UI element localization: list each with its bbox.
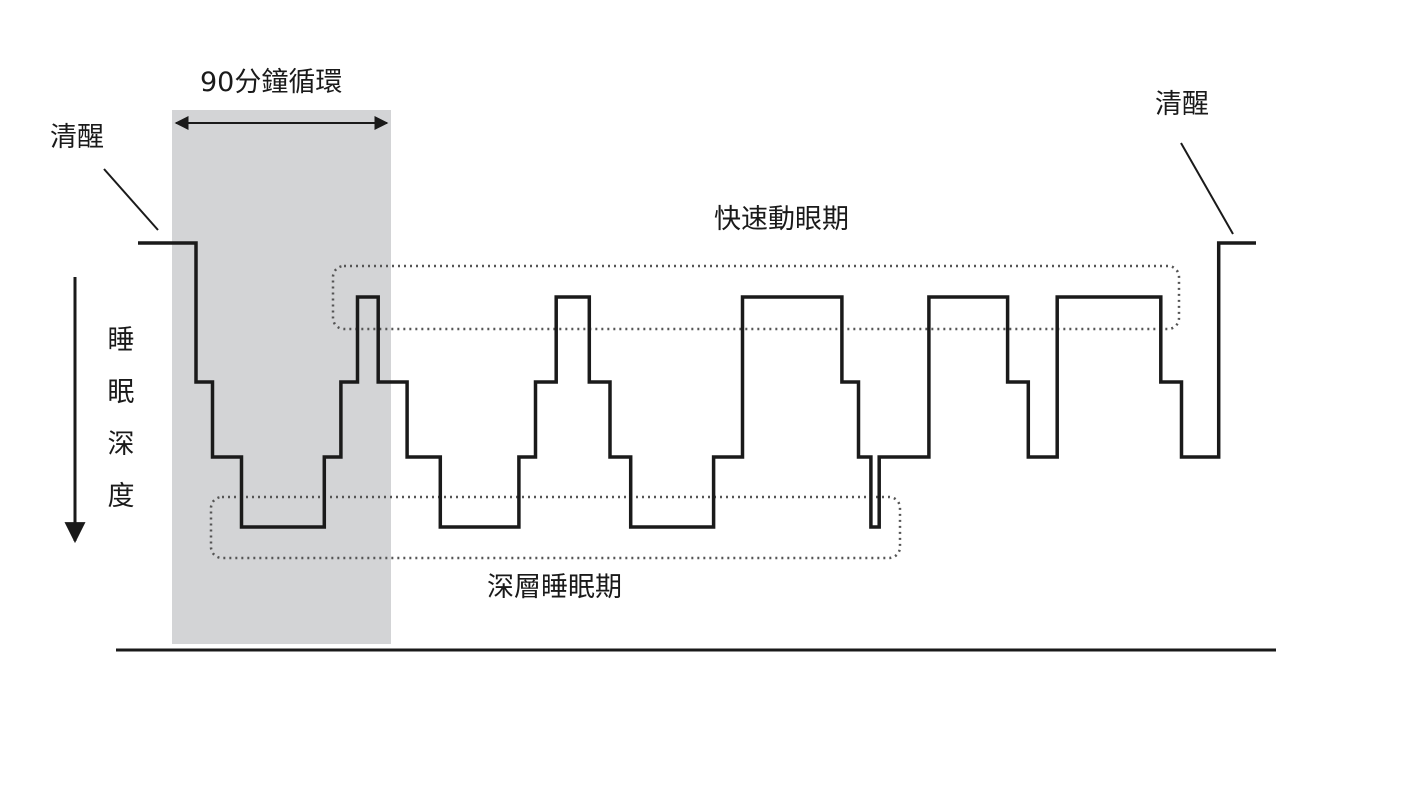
wake-left-pointer	[103, 168, 159, 231]
deep-sleep-label: 深層睡眠期	[487, 572, 622, 603]
depth-char: 睡	[107, 325, 135, 356]
rem-label: 快速動眼期	[714, 204, 849, 235]
sleep-depth-axis-label: 睡 眠 深 度	[104, 315, 138, 523]
wake-right-pointer	[1180, 142, 1234, 235]
depth-char: 眠	[107, 377, 135, 408]
cycle-highlight-band	[172, 110, 391, 644]
hypnogram-trace	[138, 241, 1256, 529]
depth-char: 度	[107, 481, 135, 512]
depth-char: 深	[107, 429, 135, 460]
deep-sleep-box	[209, 495, 902, 560]
awake-label-right: 清醒	[1155, 89, 1209, 120]
awake-label-left: 清醒	[50, 122, 104, 153]
cycle-label: 90分鐘循環	[200, 67, 343, 98]
hypnogram-line	[138, 241, 1256, 529]
